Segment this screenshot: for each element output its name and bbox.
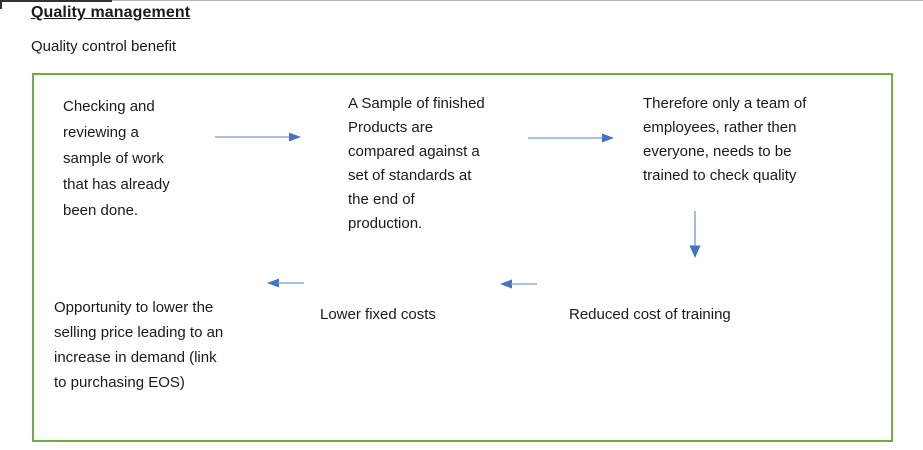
node-team-trained-quality: Therefore only a team of employees, rath… [643,95,807,184]
node-reduced-training-cost: Reduced cost of training [569,306,731,323]
node-sample-compared-standards: A Sample of finished Products are compar… [348,95,485,232]
flow-diagram-box: Checking and reviewing a sample of work … [32,73,893,442]
page-title: Quality management [31,4,191,21]
arrow-benefit2-to-benefit3 [267,278,304,288]
node-lower-fixed-costs: Lower fixed costs [320,306,436,323]
arrow-step1-to-step2 [215,132,301,142]
arrow-step2-to-step3 [528,133,614,143]
node-lower-selling-price: Opportunity to lower the selling price l… [54,299,224,391]
page-subtitle: Quality control benefit [31,38,177,55]
top-divider-line-dark-segment [0,0,112,2]
arrow-step3-to-benefit1 [689,211,701,258]
node-checking-sample: Checking and reviewing a sample of work … [63,98,170,219]
top-left-corner-tick [0,0,2,9]
arrow-benefit1-to-benefit2 [500,279,537,289]
top-divider-line [0,0,923,1]
